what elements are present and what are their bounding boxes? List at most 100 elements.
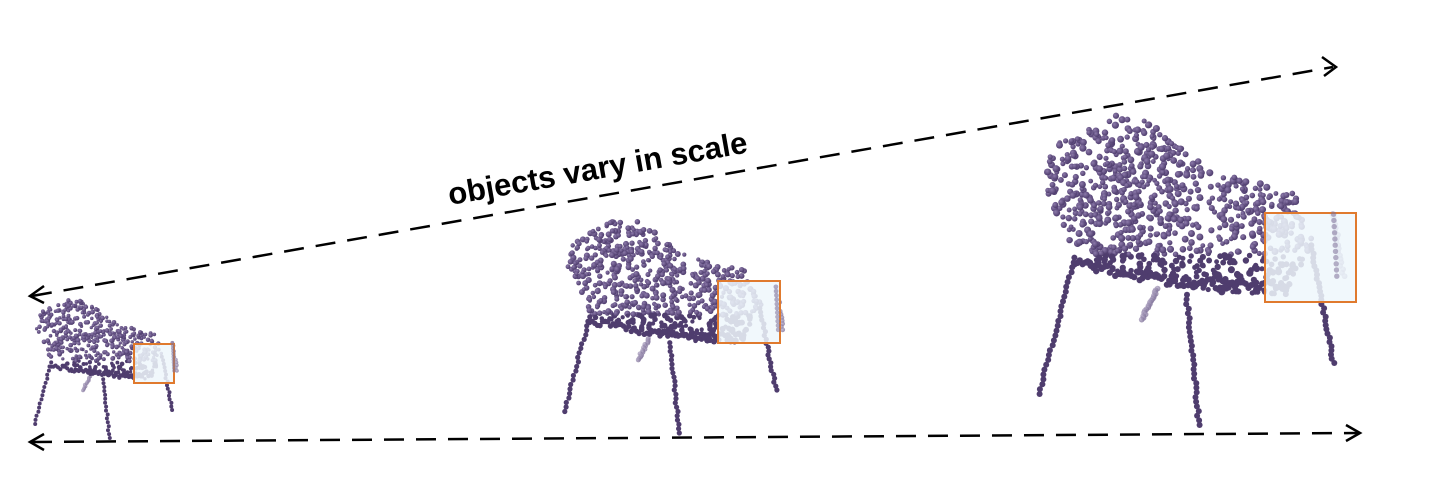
point-cloud-dot — [1190, 356, 1197, 363]
point-cloud-dot — [1159, 188, 1165, 195]
point-cloud-dot — [1252, 185, 1259, 191]
point-cloud-dot — [1166, 245, 1175, 253]
point-cloud-dot — [1091, 240, 1099, 248]
point-cloud-dot — [1230, 289, 1236, 295]
point-cloud-dot — [1047, 154, 1053, 160]
point-cloud-dot — [697, 315, 702, 321]
point-cloud-dot — [625, 323, 632, 330]
point-cloud-dot — [641, 259, 646, 264]
point-cloud-dot — [686, 295, 693, 302]
point-cloud-dot — [584, 327, 590, 333]
point-cloud-dot — [608, 252, 616, 259]
point-cloud-dot — [1108, 253, 1116, 261]
point-cloud-dot — [70, 356, 75, 361]
point-cloud-dot — [738, 266, 745, 273]
point-cloud-dot — [579, 273, 586, 280]
point-cloud-dot — [721, 268, 727, 273]
point-cloud-dot — [687, 302, 692, 307]
point-cloud-dot — [581, 287, 587, 292]
point-cloud-dot — [1194, 412, 1201, 419]
point-cloud-dot — [638, 326, 645, 333]
point-cloud-dot — [605, 318, 611, 325]
point-cloud-dot — [1116, 166, 1124, 173]
point-cloud-dot — [707, 323, 713, 329]
point-cloud-dot — [1174, 190, 1182, 198]
point-cloud-dot — [170, 408, 175, 412]
point-cloud-dot — [1328, 343, 1335, 350]
point-cloud-dot — [619, 306, 624, 311]
point-cloud-dot — [1167, 240, 1173, 246]
point-cloud-dot — [680, 261, 687, 268]
point-cloud-dot — [1052, 165, 1060, 173]
point-cloud-dot — [1093, 131, 1100, 137]
point-cloud-dot — [627, 318, 634, 325]
point-cloud-dot — [107, 323, 112, 328]
point-cloud-dot — [1072, 163, 1078, 170]
point-cloud-dot — [607, 220, 613, 226]
point-cloud-dot — [128, 335, 133, 339]
point-cloud-dot — [85, 320, 91, 325]
point-cloud-dot — [56, 303, 61, 308]
point-cloud-dot — [1086, 130, 1092, 136]
point-cloud-dot — [1239, 223, 1245, 229]
point-cloud-dot — [1095, 137, 1102, 145]
point-cloud-dot — [1193, 384, 1200, 391]
point-cloud-dot — [658, 255, 663, 261]
point-cloud-dot — [1092, 182, 1099, 189]
point-cloud-dot — [1058, 303, 1065, 310]
arrowhead-left-icon — [27, 284, 45, 305]
point-cloud-dot — [629, 294, 635, 300]
point-cloud-dot — [589, 244, 595, 249]
point-cloud-dot — [1066, 236, 1073, 244]
point-cloud-dot — [1141, 184, 1147, 190]
point-cloud-dot — [1242, 178, 1250, 186]
point-cloud-dot — [169, 400, 174, 405]
point-cloud-dot — [699, 327, 704, 332]
point-cloud-dot — [116, 355, 121, 360]
point-cloud-dot — [1214, 259, 1220, 265]
point-cloud-dot — [1060, 161, 1066, 167]
point-cloud-dot — [128, 366, 133, 371]
point-cloud-dot — [586, 245, 591, 251]
point-cloud-dot — [88, 365, 92, 369]
point-cloud-dot — [1102, 183, 1109, 190]
point-cloud-dot — [118, 341, 122, 345]
point-cloud-dot — [1126, 127, 1133, 134]
bottom-baseline-arrow — [27, 423, 1363, 452]
point-cloud-dot — [1205, 287, 1211, 293]
point-cloud-dot — [1215, 182, 1221, 188]
point-cloud-dot — [694, 309, 700, 315]
point-cloud-dot — [668, 357, 675, 363]
point-cloud-dot — [1122, 154, 1128, 160]
point-cloud-dot — [1224, 186, 1232, 194]
point-cloud-dot — [82, 335, 86, 340]
point-cloud-dot — [1283, 192, 1290, 198]
point-cloud-dot — [96, 318, 100, 322]
point-cloud-dot — [586, 266, 592, 272]
point-cloud-dot — [1117, 162, 1123, 168]
point-cloud-dot — [671, 374, 677, 380]
point-cloud-dot — [1145, 147, 1152, 153]
point-cloud-dot — [653, 294, 660, 301]
point-cloud-dot — [1169, 195, 1176, 201]
point-cloud-dot — [33, 422, 38, 426]
point-cloud-dot — [1224, 203, 1230, 209]
point-cloud-dot — [712, 284, 719, 291]
point-cloud-dot — [643, 292, 650, 299]
point-cloud-dot — [77, 332, 82, 337]
point-cloud-dot — [99, 334, 104, 339]
point-cloud-dot — [1248, 230, 1256, 238]
point-cloud-dot — [90, 309, 95, 315]
point-cloud-dot — [645, 257, 651, 263]
chair-small — [33, 298, 179, 440]
point-cloud-dot — [1144, 121, 1152, 129]
point-cloud-dot — [672, 280, 677, 285]
point-cloud-dot — [1289, 190, 1296, 197]
point-cloud-dot — [573, 368, 579, 374]
point-cloud-dot — [37, 405, 42, 410]
point-cloud-dot — [132, 331, 137, 336]
point-cloud-dot — [1088, 218, 1095, 225]
point-cloud-dot — [111, 319, 117, 325]
point-cloud-dot — [1171, 200, 1179, 208]
point-cloud-dot — [616, 233, 621, 238]
